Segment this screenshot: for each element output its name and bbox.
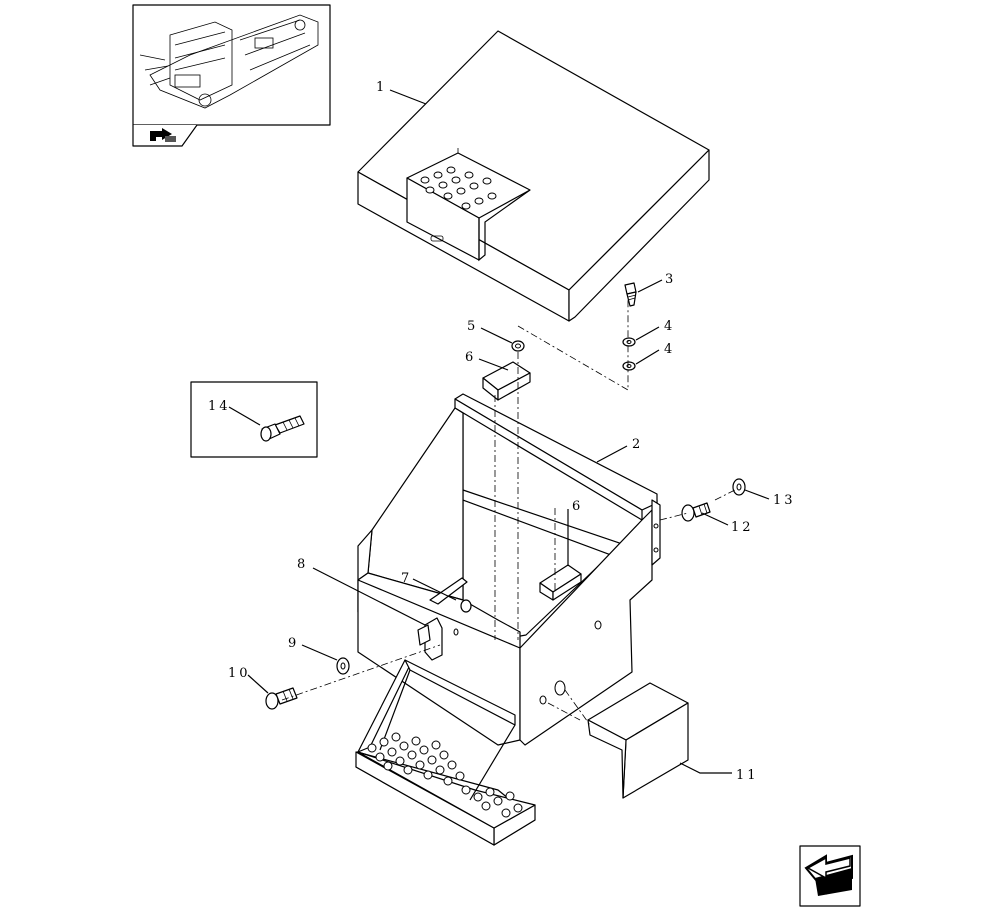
part-1-cover (357, 30, 710, 322)
callout-11: 11 (736, 768, 759, 783)
callout-14: 14 (208, 399, 231, 414)
assembly-lines (281, 300, 736, 726)
leader-lines (228, 89, 770, 774)
vehicle-overview-icon (139, 14, 319, 109)
callout-5: 5 (467, 319, 478, 334)
callout-labels: 1 2 3 4 4 5 6 6 7 8 9 10 11 12 13 14 (208, 80, 796, 783)
cover-tread-holes (420, 166, 497, 210)
callout-1: 1 (376, 80, 387, 95)
callout-6-upper: 6 (465, 350, 476, 365)
callout-6-lower: 6 (572, 499, 583, 514)
callout-7: 7 (401, 571, 412, 586)
part-9-washer (336, 657, 350, 675)
callout-13: 13 (773, 493, 796, 508)
part-13-washer (732, 478, 746, 496)
inset-part-14 (190, 381, 318, 458)
part-12-bolt (681, 502, 711, 522)
step-assembly (355, 659, 536, 846)
part-11-cap (587, 682, 689, 799)
callout-10: 10 (228, 666, 251, 681)
previous-page-arrow-icon (804, 854, 853, 896)
part-10-bolt (265, 687, 298, 710)
part-3-bolt (624, 282, 637, 307)
callout-3: 3 (665, 272, 676, 287)
part-6-bracket-upper (482, 361, 531, 401)
callout-8: 8 (297, 557, 308, 572)
callout-2: 2 (632, 437, 643, 452)
part-5-nut (511, 340, 525, 352)
callout-4-lower: 4 (664, 342, 675, 357)
part-4-washers (622, 337, 636, 371)
part-14-bolt (260, 415, 305, 442)
callout-4-upper: 4 (664, 319, 675, 334)
previous-page-button[interactable] (799, 845, 861, 907)
callout-9: 9 (288, 636, 299, 651)
callout-12: 12 (731, 520, 754, 535)
step-tread-holes (367, 732, 523, 818)
overview-thumbnail[interactable] (132, 4, 331, 147)
part-2-box (357, 393, 661, 746)
location-arrow-icon (150, 128, 176, 142)
part-6-bracket-lower (539, 564, 582, 601)
